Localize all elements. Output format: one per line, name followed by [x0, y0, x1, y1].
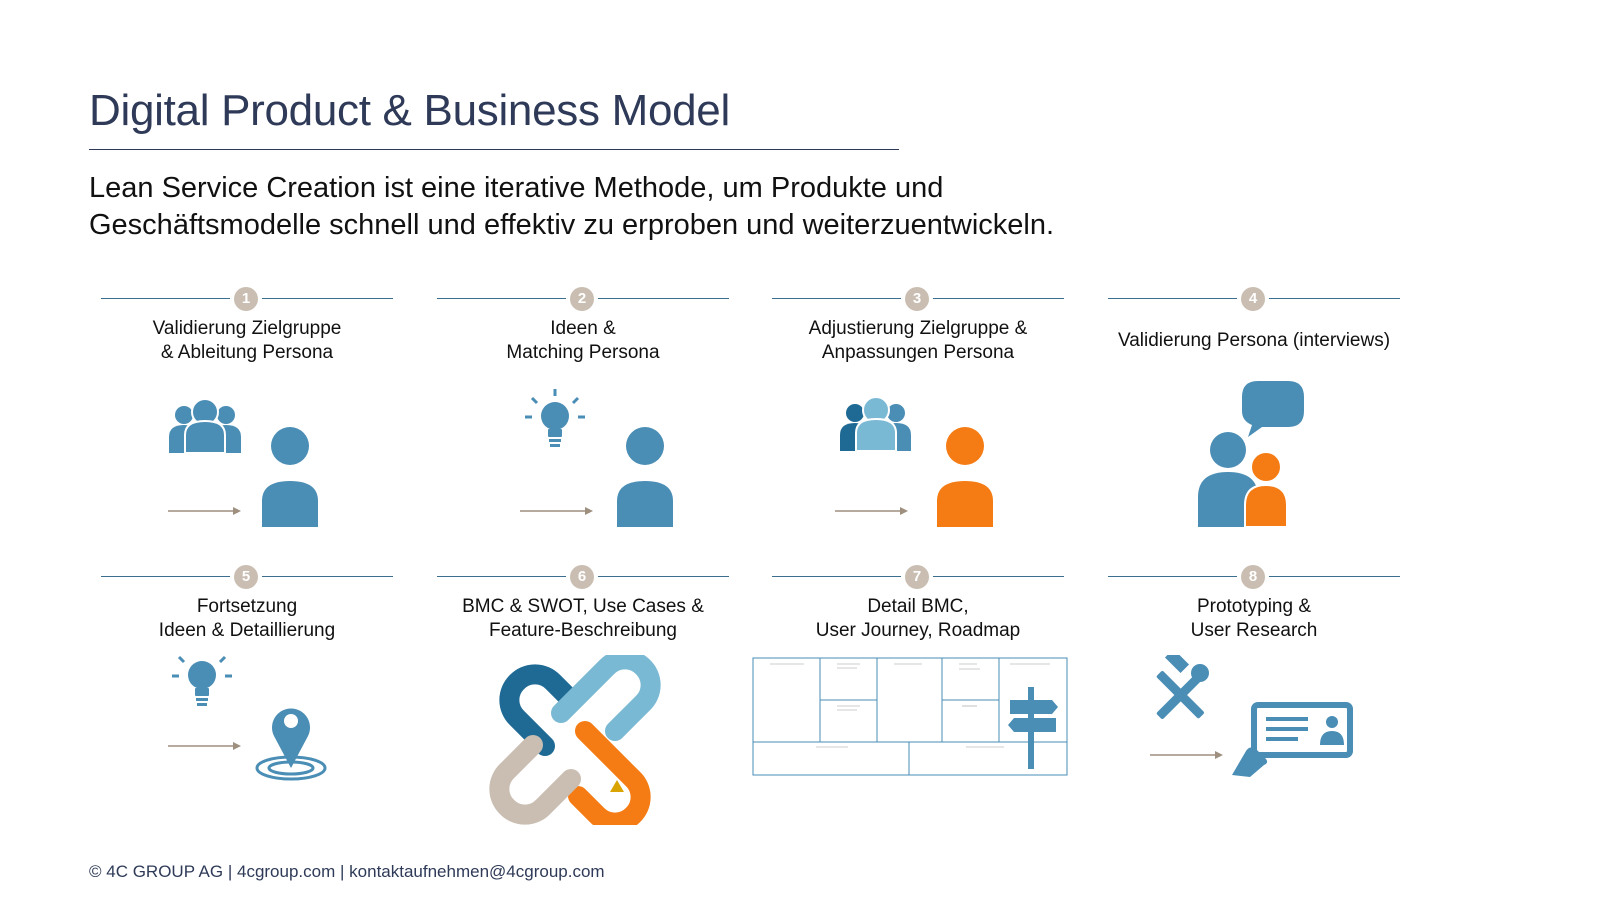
footer-email-link[interactable]: kontaktaufnehmen@4cgroup.com: [349, 862, 605, 881]
step-5: 5 Fortsetzung Ideen & Detaillierung: [101, 565, 393, 805]
lightbulb-icon: [525, 389, 585, 447]
lightbulb-icon: [172, 655, 232, 706]
footer-separator: |: [227, 862, 233, 881]
id-card-icon: [1232, 702, 1353, 777]
step-label: Ideen & Matching Persona: [417, 317, 749, 365]
step-4: 4 Validierung Persona (interviews): [1108, 287, 1400, 527]
person-icon: [617, 427, 673, 527]
group-icon: [840, 396, 911, 452]
step-1: 1 Validierung Zielgruppe & Ableitung Per…: [101, 287, 393, 527]
signpost-icon: [1008, 687, 1058, 769]
step-label-line-1: Detail BMC,: [867, 596, 969, 617]
person-icon: [937, 427, 993, 527]
chain-knot-icon: [489, 655, 661, 825]
step-label: Validierung Zielgruppe & Ableitung Perso…: [81, 317, 413, 365]
step-label-line-2: Feature-Beschreibung: [489, 620, 677, 641]
step-3: 3 Adjustierung Zielgruppe & Anpassungen …: [772, 287, 1064, 527]
step-label: Adjustierung Zielgruppe & Anpassungen Pe…: [752, 317, 1084, 365]
subtitle-line-2: Geschäftsmodelle schnell und effektiv zu…: [89, 209, 1055, 241]
warning-icon: [610, 780, 624, 792]
step-label-line-1: Validierung Zielgruppe: [152, 318, 342, 339]
page-title: Digital Product & Business Model: [89, 86, 730, 135]
group-to-adjusted-persona-illustration: [835, 396, 993, 527]
speech-bubble-icon: [1242, 381, 1304, 437]
arrow-right-icon: [835, 507, 908, 515]
arrow-right-icon: [520, 507, 593, 515]
step-label: BMC & SWOT, Use Cases & Feature-Beschrei…: [417, 595, 749, 643]
step-label-line-2: Matching Persona: [506, 342, 660, 363]
step-label-line-2: User Research: [1190, 620, 1318, 641]
tools-icon: [1156, 655, 1209, 719]
prototyping-research-illustration: [1150, 655, 1353, 777]
step-number-badge: 4: [1241, 287, 1265, 311]
step-label-line-1: Prototyping &: [1196, 596, 1312, 617]
group-to-persona-illustration: [168, 398, 318, 527]
step-8: 8 Prototyping & User Research: [1108, 565, 1400, 805]
step-label-line-2: Ideen & Detaillierung: [158, 620, 336, 641]
idea-to-location-illustration: [168, 655, 327, 781]
step-label-line-2: & Ableitung Persona: [160, 342, 334, 363]
idea-to-persona-illustration: [520, 389, 673, 527]
person-icon: [1198, 432, 1258, 527]
step-label-line-1: Fortsetzung: [196, 596, 298, 617]
person-icon: [1244, 451, 1288, 527]
step-label-line-1: Adjustierung Zielgruppe &: [808, 318, 1028, 339]
footer-copyright: © 4C GROUP AG: [89, 862, 224, 881]
step-label-line-1: Validierung Persona (interviews): [1117, 330, 1391, 351]
step-number-badge: 2: [570, 287, 594, 311]
step-label: Prototyping & User Research: [1088, 595, 1420, 643]
step-label: Fortsetzung Ideen & Detaillierung: [81, 595, 413, 643]
step-7: 7 Detail BMC, User Journey, Roadmap: [752, 565, 1068, 805]
subtitle: Lean Service Creation ist eine iterative…: [89, 170, 1054, 244]
arrow-right-icon: [168, 507, 241, 515]
step-number-badge: 5: [234, 565, 258, 589]
step-number-badge: 7: [905, 565, 929, 589]
map-pin-icon: [255, 708, 327, 781]
footer-separator: |: [340, 862, 345, 881]
person-icon: [262, 427, 318, 527]
step-number-badge: 3: [905, 287, 929, 311]
step-label-line-1: Ideen &: [550, 318, 616, 339]
step-label-line-2: User Journey, Roadmap: [815, 620, 1021, 641]
subtitle-line-1: Lean Service Creation ist eine iterative…: [89, 172, 944, 204]
step-number-badge: 1: [234, 287, 258, 311]
arrow-right-icon: [168, 742, 241, 750]
business-model-canvas-illustration: [752, 657, 1068, 776]
dumbbell-icon: [527, 689, 539, 697]
arrow-right-icon: [1150, 751, 1223, 759]
footer-website-link[interactable]: 4cgroup.com: [236, 862, 336, 881]
footer: © 4C GROUP AG | 4cgroup.com | kontaktauf…: [89, 862, 605, 882]
step-label-line-1: BMC & SWOT, Use Cases &: [462, 596, 704, 617]
title-divider: [89, 149, 899, 150]
step-label-line-2: Anpassungen Persona: [821, 342, 1015, 363]
step-label: Validierung Persona (interviews): [1088, 329, 1420, 353]
step-2: 2 Ideen & Matching Persona: [437, 287, 729, 527]
group-icon: [169, 398, 241, 454]
business-model-canvas-icon: [752, 657, 1068, 776]
step-6: 6 BMC & SWOT, Use Cases & Feature-Beschr…: [437, 565, 729, 825]
step-number-badge: 6: [570, 565, 594, 589]
chain-knot-illustration: [489, 655, 661, 825]
step-label: Detail BMC, User Journey, Roadmap: [752, 595, 1084, 643]
step-number-badge: 8: [1241, 565, 1265, 589]
persona-interview-illustration: [1198, 381, 1304, 527]
